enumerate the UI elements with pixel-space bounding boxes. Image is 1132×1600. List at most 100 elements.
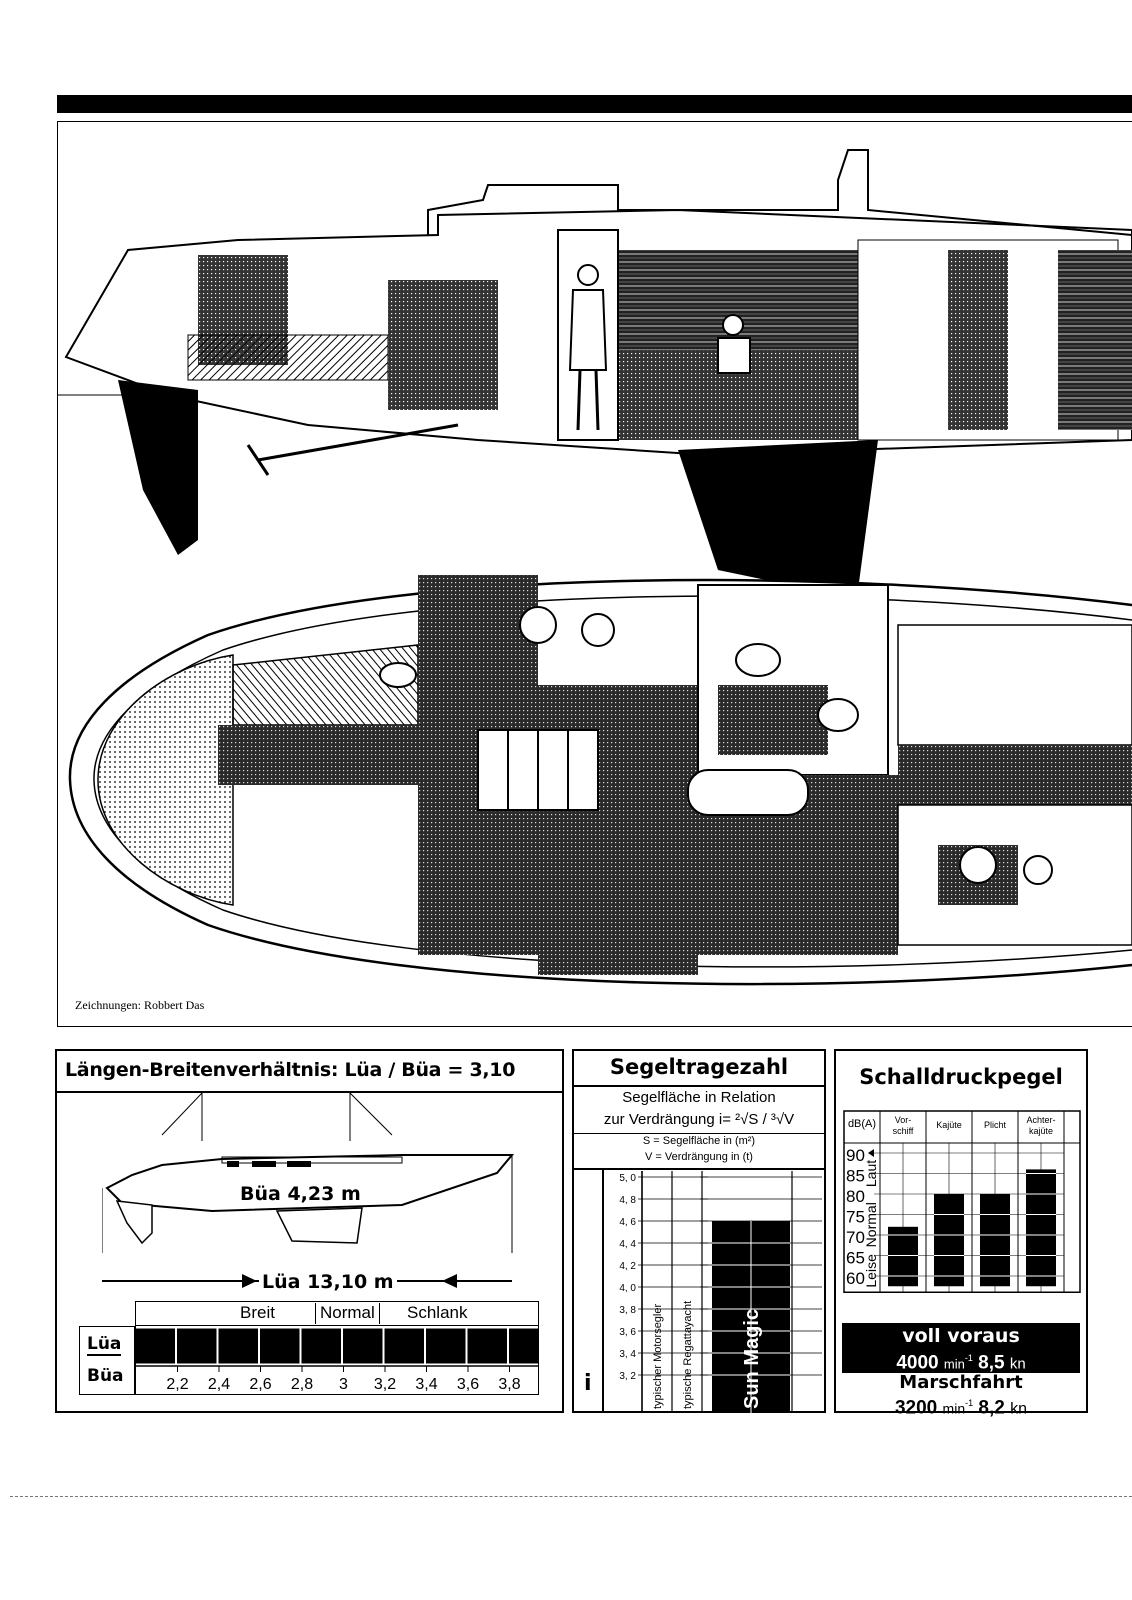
sail-y-tick-label: 4, 0 [619,1283,636,1294]
drawing-credit: Zeichnungen: Robbert Das [75,998,205,1012]
ratio-tick-label: 2,2 [166,1376,188,1393]
full-throttle-values: 4000 min-1 8,5 kn [896,1352,1026,1374]
full-rpm-unit: min [943,1356,965,1372]
ratio-tick-label: 2,4 [208,1376,230,1393]
noise-zone-label: Leise [863,1254,879,1288]
noise-y-tick-label: 85 [846,1167,865,1186]
noise-y-tick-label: 60 [846,1269,865,1288]
noise-bar [1026,1169,1056,1287]
ratio-tick-label: 2,6 [249,1376,271,1393]
sail-chart: 5, 0 4, 8 4, 6 4, 4 4, 2 4, 0 3, 8 3, 6 3, 4 3, 2… [619,1171,822,1413]
cruise-rpm: 3200 [894,1397,938,1419]
noise-arrow-icon [868,1149,874,1157]
ratio-tick-label: 3,6 [457,1376,479,1393]
ratio-cell [467,1328,507,1364]
full-throttle-box: voll voraus 4000 min-1 8,5 kn [842,1323,1080,1373]
sail-line1: Segelfläche in Relation [622,1089,776,1106]
noise-y-tick-label: 65 [846,1249,865,1268]
row-labels-box [79,1326,135,1395]
noise-y-tick-label: 70 [846,1228,865,1247]
page-bottom-line [10,1496,1132,1497]
sail-formula: i= ²√S / ³√V [718,1111,795,1128]
sail-line2-text: zur Verdrängung [603,1111,715,1128]
cruise-label: Marschfahrt [899,1372,1023,1393]
sail-y-tick-label: 3, 4 [619,1349,636,1360]
sail-y-tick-label: 3, 8 [619,1305,636,1316]
noise-zone-label: Normal [863,1202,879,1247]
noise-col-header: Achter-kajüte [1026,1115,1055,1136]
noise-frame [843,1110,1081,1293]
drawing-frame [57,121,1132,1027]
ratio-tick-label: 3,8 [498,1376,520,1393]
noise-bar [888,1226,918,1287]
noise-chart: dB(A) Vor-schiff Kajüte Plicht Achter-kajüte… [843,1110,1081,1293]
label-sun-magic: Sun Magic [741,1309,763,1409]
index-symbol: i [584,1371,592,1396]
sail-panel: Segeltragezahl Segelfläche in Relation z… [572,1049,826,1413]
sail-rule-3 [574,1168,824,1170]
label-motorsegler: typischer Motorsegler [652,1304,664,1409]
noise-panel: Schalldruckpegel dB(A) Vor-schiff Kajüte Pl… [834,1049,1088,1418]
ratio-cell [260,1328,300,1364]
ratio-tick-label: 3 [339,1376,348,1393]
sail-y-tick-label: 4, 2 [619,1261,636,1272]
row-label-lua: Lüa [87,1334,122,1356]
label-regattayacht: typische Regattayacht [682,1301,694,1409]
sail-line2: zur Verdrängung i= ²√S / ³√V [574,1111,824,1128]
category-normal: Normal [315,1303,380,1324]
noise-col-header: Plicht [984,1120,1007,1130]
full-speed: 8,5 [978,1352,1005,1374]
ratio-cell [135,1328,175,1364]
ratio-tick-label: 3,2 [374,1376,396,1393]
sail-y-tick-label: 4, 6 [619,1217,636,1228]
ratio-cell [177,1328,217,1364]
ratio-cell [426,1328,466,1364]
ratio-bar: 2,2 2,4 2,6 2,8 3 3,2 3,4 3,6 3,8 [135,1328,539,1393]
noise-bar [934,1194,964,1287]
def-v: V = Verdrängung in (t) [645,1151,753,1163]
sail-y-tick-label: 5, 0 [619,1173,636,1184]
full-throttle-label: voll voraus [902,1325,1020,1347]
ratio-scale-header [135,1301,539,1326]
beam-label: Büa 4,23 m [237,1183,364,1205]
sail-y-tick-label: 4, 4 [619,1239,636,1250]
noise-unit: dB(A) [848,1118,876,1130]
sail-y-tick-label: 3, 2 [619,1371,636,1382]
ratio-tick-label: 3,4 [415,1376,437,1393]
ratio-panel: Längen-Breitenverhältnis: Lüa / Büa = 3,… [55,1049,564,1413]
ratio-tick-label: 2,8 [291,1376,313,1393]
sail-y-tick-label: 3, 6 [619,1327,636,1338]
plan-view-drawing [68,575,1132,986]
noise-col-header: Vor-schiff [893,1115,914,1136]
cruise-box: Marschfahrt 3200 min-1 8,2 kn [842,1372,1080,1418]
ratio-title-rule [57,1091,562,1093]
noise-bar [980,1194,1010,1287]
noise-y-tick-label: 80 [846,1187,865,1206]
length-label: Lüa 13,10 m [259,1271,397,1293]
ratio-cell [343,1328,383,1364]
category-breit: Breit [240,1303,275,1322]
cruise-speed-unit: kn [1010,1400,1028,1418]
ratio-cell [384,1328,424,1364]
sail-chart-vline [602,1169,604,1413]
ratio-cell [509,1328,539,1364]
cruise-values: 3200 min-1 8,2 kn [894,1397,1028,1419]
ratio-cell [218,1328,258,1364]
side-profile-drawing [58,149,1132,595]
full-rpm: 4000 [896,1352,939,1374]
sail-title-rule [574,1085,824,1087]
cruise-speed: 8,2 [978,1397,1005,1419]
ratio-cell [301,1328,341,1364]
cruise-rpm-unit: min [942,1400,966,1417]
sail-panel-title: Segeltragezahl [609,1055,789,1079]
row-label-bua: Büa [87,1366,124,1386]
noise-panel-title: Schalldruckpegel [859,1065,1063,1089]
def-s: S = Segelfläche in (m²) [642,1135,756,1147]
noise-y-tick-label: 90 [846,1146,865,1165]
ratio-panel-title: Längen-Breitenverhältnis: Lüa / Büa = 3,… [65,1059,516,1081]
sail-y-tick-label: 4, 8 [619,1195,636,1206]
full-speed-unit: kn [1009,1355,1026,1373]
sail-rule-2 [574,1133,824,1134]
category-schlank: Schlank [407,1303,468,1322]
noise-col-header: Kajüte [936,1120,962,1130]
